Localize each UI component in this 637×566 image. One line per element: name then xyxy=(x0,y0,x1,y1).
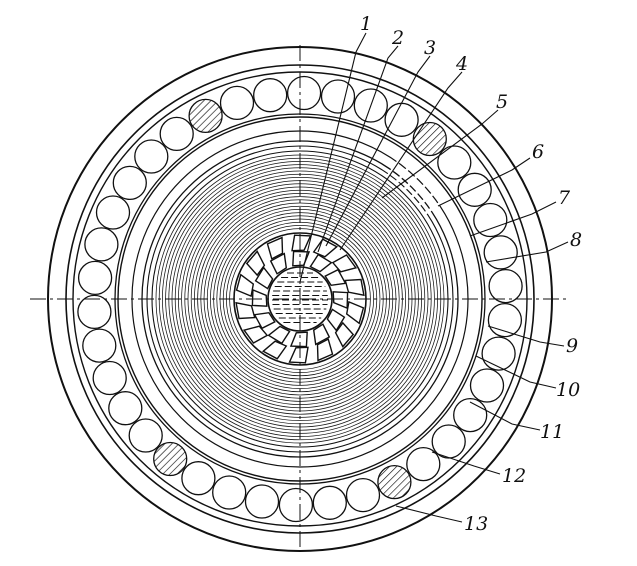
inner-conductor-segment xyxy=(332,291,349,310)
label-3: 3 xyxy=(424,37,436,59)
outer-conductor-segment xyxy=(344,278,365,297)
armour-wire xyxy=(406,446,441,482)
stipple-gap xyxy=(402,173,420,192)
label-9: 9 xyxy=(566,335,578,357)
stipple-gap xyxy=(394,165,411,185)
inner-conductor-segment xyxy=(312,323,331,346)
conductor-segments xyxy=(235,234,365,364)
armour-wire xyxy=(453,397,488,433)
leader-3 xyxy=(325,55,431,247)
armour-wire xyxy=(128,418,163,453)
label-11: 11 xyxy=(540,421,564,443)
armour-wire xyxy=(457,172,492,207)
leader-8 xyxy=(485,241,569,263)
armour-wire xyxy=(112,165,147,201)
armour-wire xyxy=(95,195,131,230)
armour-wire xyxy=(84,227,119,262)
armour-wire xyxy=(377,464,412,500)
armour-wire xyxy=(469,368,505,403)
outer-conductor-segment xyxy=(316,338,334,362)
leader-10 xyxy=(475,355,557,389)
armour-wire xyxy=(212,475,247,510)
label-1: 1 xyxy=(360,13,372,35)
stipple-gap xyxy=(422,200,443,216)
armour-wire xyxy=(92,360,127,396)
armour-wire xyxy=(278,487,314,523)
label-6: 6 xyxy=(532,141,544,163)
armour-wire xyxy=(286,75,322,111)
leader-9 xyxy=(487,325,565,347)
inner-conductor-segment xyxy=(251,288,268,307)
outer-conductor-segment xyxy=(345,300,365,325)
armour-wire xyxy=(82,328,117,363)
outer-conductor-segment xyxy=(235,301,256,320)
leader-4 xyxy=(339,71,463,251)
armour-wire xyxy=(412,121,447,157)
armour-wire xyxy=(253,78,288,113)
label-10: 10 xyxy=(556,379,580,401)
stipple-gap xyxy=(409,181,429,200)
armour-wire xyxy=(134,139,169,174)
leader-13 xyxy=(395,505,463,523)
armour-wire xyxy=(188,98,223,134)
label-7: 7 xyxy=(558,187,571,209)
leader-12 xyxy=(431,451,501,475)
label-4: 4 xyxy=(455,53,468,75)
armour-wire xyxy=(473,202,508,238)
armour-wire xyxy=(345,477,381,513)
armour-wire xyxy=(153,441,188,477)
leader-5 xyxy=(381,109,499,199)
label-2: 2 xyxy=(391,27,404,49)
armour-wire xyxy=(77,294,112,330)
label-13: 13 xyxy=(464,513,488,535)
leader-1 xyxy=(299,32,367,283)
inner-conductor-segment xyxy=(253,311,276,330)
outer-conductor-segment xyxy=(334,321,355,348)
callout-labels: 1 2 3 4 5 6 7 8 9 10 11 12 13 xyxy=(360,13,582,535)
leader-lines xyxy=(299,32,569,523)
outer-conductor-segment xyxy=(288,346,309,364)
armour-wire xyxy=(159,116,194,152)
armour-wire xyxy=(181,461,216,496)
armour-wire xyxy=(77,260,113,296)
leader-2 xyxy=(317,45,399,253)
label-12: 12 xyxy=(502,465,526,487)
outer-conductor-segment xyxy=(261,340,288,360)
stipple-gap xyxy=(416,191,436,208)
armour-wire xyxy=(437,145,472,180)
outer-conductor-segment xyxy=(245,250,266,277)
armour-wire xyxy=(483,235,518,270)
inner-conductor-segment xyxy=(324,268,347,287)
outer-conductor-segment xyxy=(291,234,312,252)
armour-wire xyxy=(312,485,347,520)
label-8: 8 xyxy=(570,229,582,251)
inner-conductor-segment xyxy=(289,331,308,348)
armour-wire xyxy=(219,85,255,121)
outer-conductor-segment xyxy=(331,254,358,273)
armour-wire xyxy=(384,102,419,137)
inner-conductor-segment xyxy=(309,253,333,273)
outer-conductor-segment xyxy=(266,236,284,260)
armour-wire-layer xyxy=(77,75,523,523)
outer-conductor-segment xyxy=(312,238,339,258)
leader-7 xyxy=(469,201,557,237)
outer-conductor-segment xyxy=(235,273,255,298)
armour-wire xyxy=(431,424,466,459)
armour-wire xyxy=(488,268,523,304)
inner-conductor-segment xyxy=(267,325,291,345)
armour-wire xyxy=(481,336,516,371)
inner-conductor-segment xyxy=(269,252,288,275)
inner-conductor-segment xyxy=(254,266,274,290)
stipple-gap xyxy=(386,158,402,178)
armour-wire xyxy=(108,391,143,426)
leader-11 xyxy=(469,401,541,431)
outer-conductor-segment xyxy=(242,325,269,344)
label-5: 5 xyxy=(496,91,508,113)
inner-conductor-segment xyxy=(326,308,346,332)
armour-wire xyxy=(320,79,356,114)
armour-wire xyxy=(244,484,280,519)
leader-6 xyxy=(437,157,531,207)
